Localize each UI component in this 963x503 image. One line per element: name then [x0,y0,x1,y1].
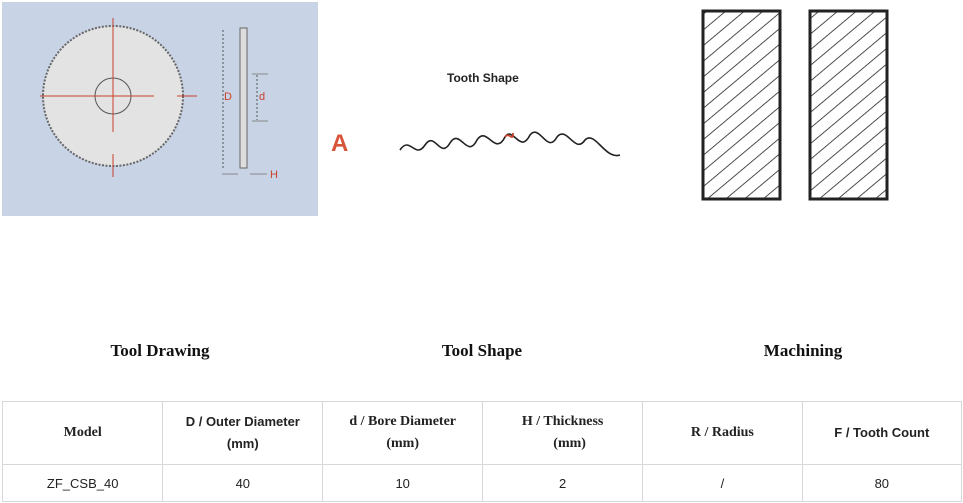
tooth-shape-title: Tooth Shape [447,71,519,85]
cell-thickness: 2 [482,464,644,502]
caption-tool-drawing: Tool Drawing [110,341,210,360]
tooth-wave [399,131,621,157]
header-model: Model [1,401,164,465]
label-d: d [259,91,265,103]
workpiece-right [808,9,889,201]
caption-machining: Machining [763,341,843,360]
cell-model: ZF_CSB_40 [1,464,164,502]
label-D: D [224,91,232,103]
table-row: ZF_CSB_40 40 10 2 / 80 [1,464,963,502]
saw-blade-drawing: D d H [40,18,278,181]
tool-drawing-image: D d H [2,2,318,216]
variant-label: A [331,130,349,157]
tooth-shape-image: Tooth Shape A [325,30,645,190]
cell-radius: / [642,464,803,502]
header-thickness: H / Thickness (mm) [482,401,644,465]
specification-table: Model D / Outer Diameter(mm) d / Bore Di… [1,401,963,502]
table-header-row: Model D / Outer Diameter(mm) d / Bore Di… [1,401,963,465]
cell-bore-diameter: 10 [322,464,484,502]
header-radius: R / Radius [642,401,803,465]
machining-image [695,5,895,205]
caption-tool-shape: Tool Shape [441,341,523,360]
header-tooth-count: F / Tooth Count [801,401,963,465]
cell-tooth-count: 80 [801,464,963,502]
workpiece-left [701,9,782,201]
label-H: H [270,169,278,181]
cell-outer-diameter: 40 [162,464,324,502]
header-outer-diameter: D / Outer Diameter(mm) [162,401,324,465]
header-bore-diameter: d / Bore Diameter(mm) [322,401,484,465]
